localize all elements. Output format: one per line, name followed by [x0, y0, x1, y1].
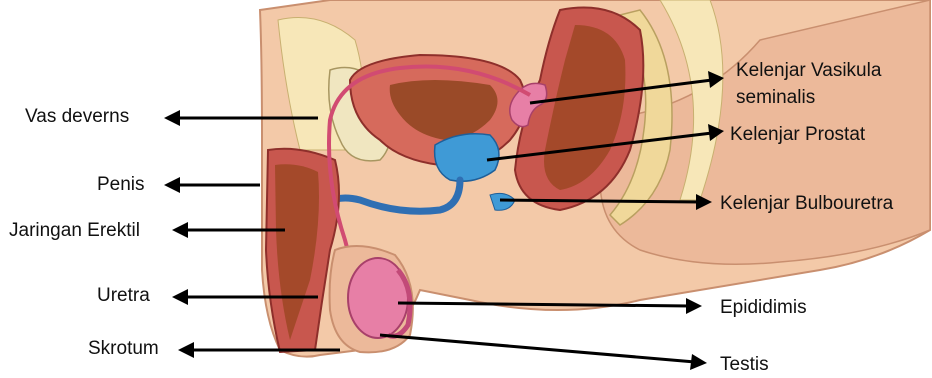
label-seminal-vesicle-line2: seminalis	[736, 87, 815, 109]
arrow-epididymis	[398, 303, 690, 306]
arrowhead-scrotum	[178, 342, 194, 358]
arrowheads-left	[164, 110, 194, 358]
arrowhead-testis	[690, 354, 707, 370]
label-vas-deferens: Vas deverns	[25, 106, 129, 128]
label-penis: Penis	[97, 174, 145, 196]
arrowhead-urethra	[172, 289, 188, 305]
label-erectile-tissue: Jaringan Erektil	[9, 220, 140, 242]
arrowhead-erectile-tissue	[172, 222, 188, 238]
label-prostate: Kelenjar Prostat	[730, 124, 865, 146]
arrow-testis	[380, 335, 695, 362]
arrowhead-vas-deferens	[164, 110, 180, 126]
arrowhead-epididymis	[686, 298, 702, 314]
arrowhead-penis	[164, 177, 180, 193]
label-epididymis: Epididimis	[720, 297, 807, 319]
label-testis: Testis	[720, 354, 769, 376]
label-urethra: Uretra	[97, 285, 150, 307]
label-bulbourethral: Kelenjar Bulbouretra	[720, 193, 893, 215]
label-seminal-vesicle-line1: Kelenjar Vasikula	[736, 60, 881, 82]
label-scrotum: Skrotum	[88, 338, 159, 360]
prostate	[435, 134, 499, 182]
arrow-bulbourethral	[500, 200, 700, 202]
